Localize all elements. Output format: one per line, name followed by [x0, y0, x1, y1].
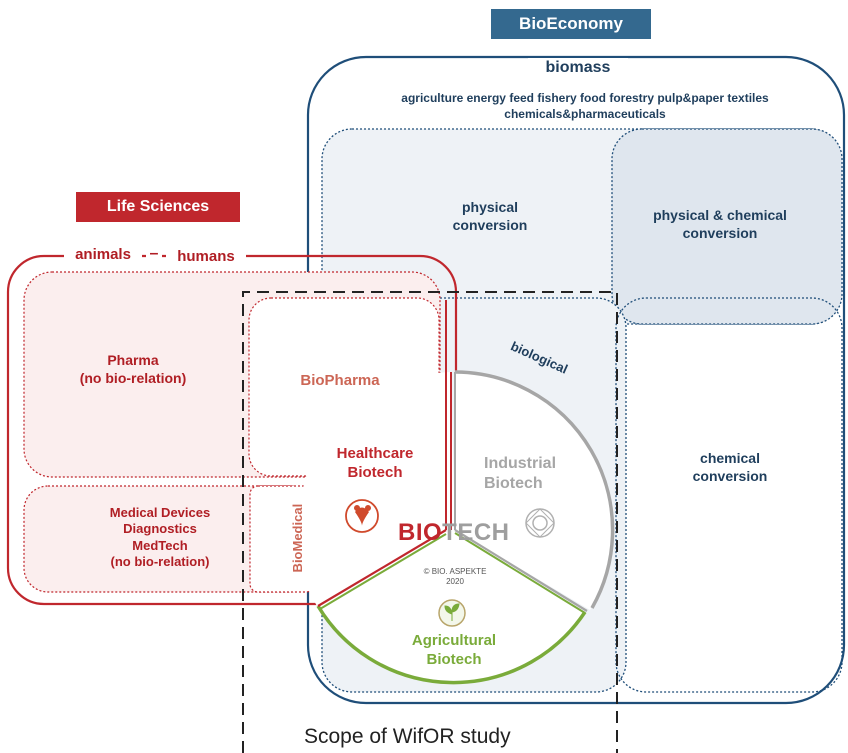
animals-label: animals [64, 246, 142, 265]
pharma-label: Pharma (no bio-relation) [79, 352, 187, 386]
life-sciences-header-text: Life Sciences [106, 198, 210, 215]
bioeconomy-header-text: BioEconomy [519, 14, 623, 33]
medical-devices-label: Medical Devices Diagnostics MedTech (no … [109, 505, 211, 569]
biotech-word-bio: BIO [398, 519, 443, 546]
healthcare-icon [345, 499, 379, 533]
biopharma-label: BioPharma [300, 372, 380, 389]
sectors-line-1: agriculture energy feed fishery food for… [401, 91, 769, 105]
industrial-arc [454, 370, 615, 609]
agricultural-divider-right-green [454, 532, 586, 614]
bioeconomy-header: BioEconomy [491, 9, 651, 39]
chemical-conversion-label: chemical conversion [692, 450, 768, 484]
healthcare-divider-left-green [319, 533, 447, 610]
healthcare-divider-left [317, 529, 447, 607]
chemical-conversion-region [615, 297, 843, 693]
physical-chemical-conversion-label: physical & chemical conversion [653, 207, 787, 241]
healthcare-biotech-label: Healthcare Biotech [336, 445, 414, 481]
agricultural-arc [316, 605, 587, 685]
sectors-line-2: chemicals&pharmaceuticals [504, 107, 666, 121]
humans-label: humans [166, 248, 246, 267]
biotech-word-tech: TECH [442, 519, 510, 546]
agricultural-icon [438, 599, 466, 627]
biomass-label: biomass [528, 58, 628, 78]
industrial-biotech-label: Industrial Biotech [484, 455, 557, 492]
scope-frame [242, 291, 618, 753]
life-sciences-header: Life Sciences [76, 192, 240, 222]
scope-label: Scope of WifOR study [300, 725, 515, 749]
physical-chemical-region [611, 128, 843, 325]
biomedical-label: BioMedical [289, 503, 305, 573]
industrial-sector [455, 372, 612, 610]
copyright-label: © BIO. ASPEKTE 2020 [423, 567, 487, 586]
physical-conversion-label: physical conversion [452, 199, 528, 233]
industrial-icon [525, 508, 555, 538]
label-dash: – [146, 244, 162, 264]
agricultural-biotech-label: Agricultural Biotech [411, 632, 497, 668]
biotech-wordmark: BIOTECH [398, 519, 510, 547]
agricultural-divider-right [454, 529, 588, 612]
